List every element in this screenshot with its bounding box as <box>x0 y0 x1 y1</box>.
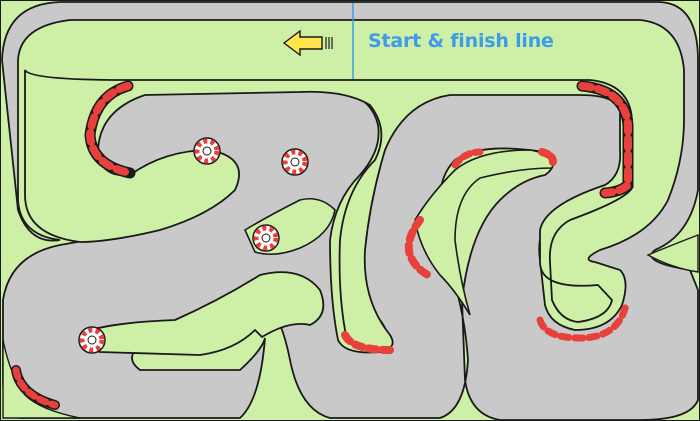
tyre-stack <box>194 138 220 164</box>
tyre-stack <box>79 327 105 353</box>
infield-right-edge <box>646 233 699 273</box>
start-finish-label: Start & finish line <box>368 30 554 52</box>
kerb-top-left-stripes <box>85 82 134 177</box>
kerb-hairpin-right <box>538 148 557 169</box>
tyre-stack <box>282 149 308 175</box>
kerb-center-left <box>404 216 432 279</box>
infield-center-hook <box>414 149 554 316</box>
kerb-hook-top <box>451 148 484 169</box>
tyre-stack <box>253 225 279 251</box>
left-arrow-icon <box>282 29 333 57</box>
kerb-bottom-center <box>341 331 394 354</box>
kerb-bottom-left-stripes <box>12 366 59 409</box>
kerb-bottom-right <box>536 301 630 342</box>
kerbs <box>11 80 634 410</box>
kerb-top-right-stripes <box>578 82 632 197</box>
